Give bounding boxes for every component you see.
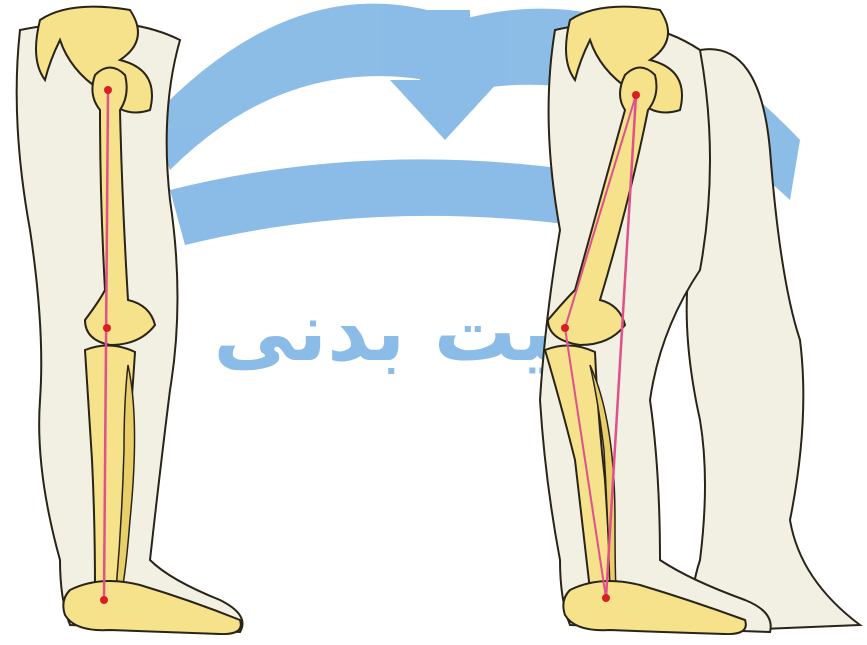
figure-leg-bent xyxy=(540,7,860,634)
knee-joint-marker xyxy=(103,324,111,332)
ankle-joint-marker xyxy=(602,594,610,602)
knee-joint-marker xyxy=(561,324,569,332)
ankle-joint-marker xyxy=(100,596,108,604)
hip-joint-marker xyxy=(104,86,112,94)
hip-joint-marker xyxy=(632,91,640,99)
